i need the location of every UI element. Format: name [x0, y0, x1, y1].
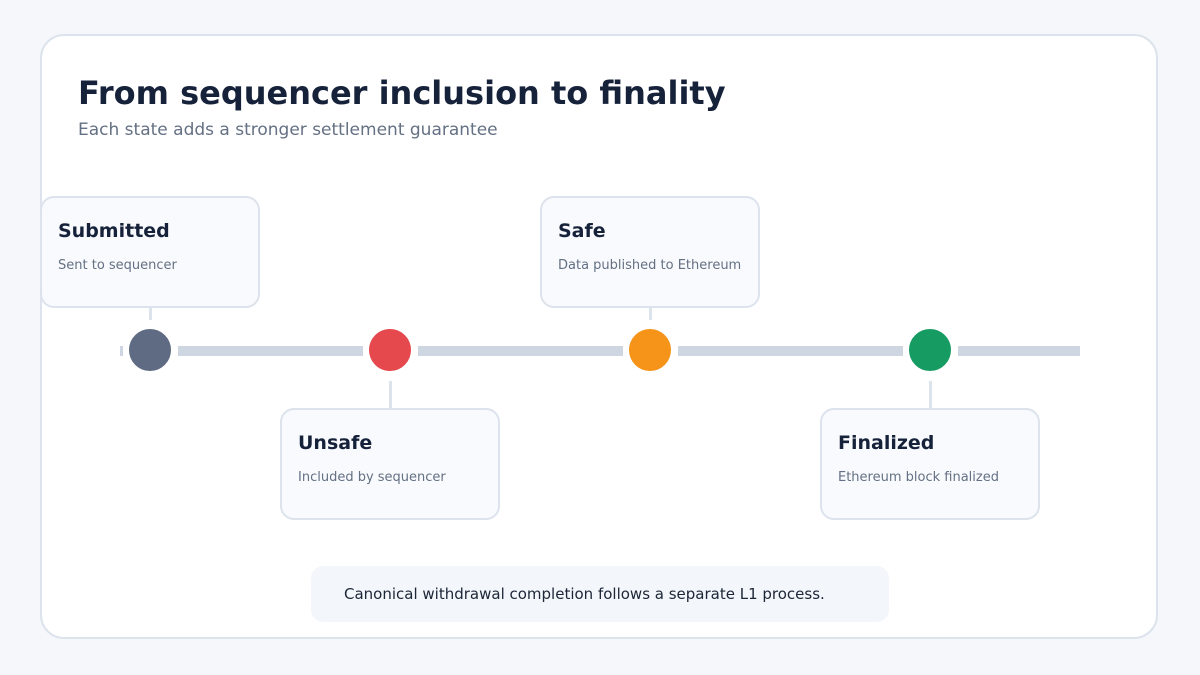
stage-description: Data published to Ethereum: [558, 258, 742, 273]
track-segment-3: [678, 346, 903, 356]
stage-description: Included by sequencer: [298, 470, 446, 485]
track-segment-1: [178, 346, 363, 356]
stage-name: Safe: [558, 220, 606, 242]
connector-submitted: [149, 308, 152, 320]
diagram-card: [40, 34, 1158, 639]
stage-name: Submitted: [58, 220, 170, 242]
stage-description: Ethereum block finalized: [838, 470, 999, 485]
stage-card-safe: Safe Data published to Ethereum: [540, 196, 760, 308]
node-safe: [627, 327, 673, 373]
stage-card-unsafe: Unsafe Included by sequencer: [280, 408, 500, 520]
connector-unsafe: [389, 381, 392, 408]
page-subtitle: Each state adds a stronger settlement gu…: [78, 120, 498, 140]
node-unsafe: [367, 327, 413, 373]
footer-note: Canonical withdrawal completion follows …: [311, 566, 889, 622]
node-finalized: [907, 327, 953, 373]
page-title: From sequencer inclusion to finality: [78, 74, 726, 112]
node-submitted: [127, 327, 173, 373]
stage-card-finalized: Finalized Ethereum block finalized: [820, 408, 1040, 520]
stage-name: Unsafe: [298, 432, 373, 454]
stage-card-submitted: Submitted Sent to sequencer: [40, 196, 260, 308]
connector-finalized: [929, 381, 932, 408]
stage-description: Sent to sequencer: [58, 258, 177, 273]
track-segment-2: [418, 346, 623, 356]
stage-name: Finalized: [838, 432, 935, 454]
connector-safe: [649, 308, 652, 320]
track-segment-4: [958, 346, 1080, 356]
track-start-tick: [120, 346, 123, 356]
